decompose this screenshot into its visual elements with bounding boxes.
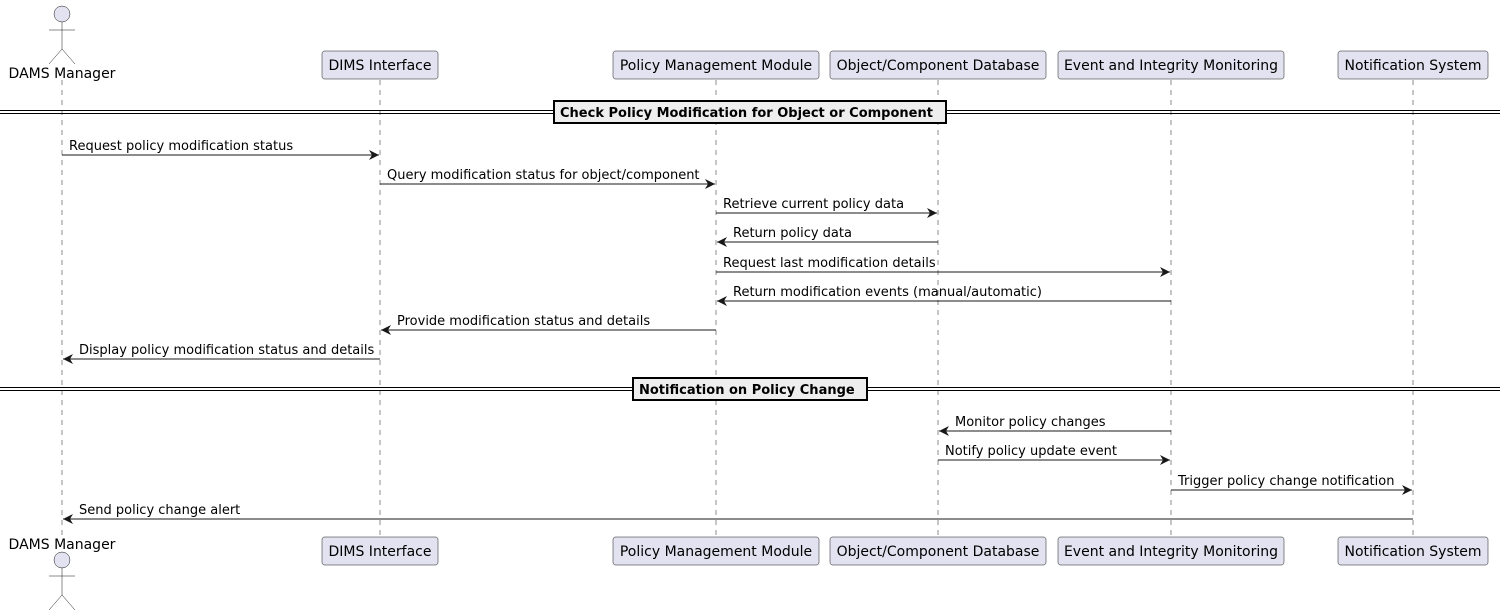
message-label: Request last modification details [723, 256, 936, 271]
participant-label: Object/Component Database [837, 58, 1040, 74]
participant-dims-bottom: DIMS Interface [321, 536, 439, 566]
message: Request last modification details [716, 256, 1170, 277]
message: Retrieve current policy data [716, 197, 937, 218]
actor-leg-left [48, 48, 63, 65]
message-label: Return policy data [733, 226, 852, 241]
message: Query modification status for object/com… [380, 168, 715, 189]
participant-notif-top: Notification System [1337, 50, 1489, 80]
participant-box [1057, 536, 1285, 566]
participant-label: Policy Management Module [620, 544, 812, 560]
actor-leg-right [61, 594, 76, 611]
actor-icon [48, 5, 76, 65]
participant-eim-bottom: Event and Integrity Monitoring [1057, 536, 1285, 566]
message-label: Trigger policy change notification [1177, 474, 1394, 489]
participant-box [321, 536, 439, 566]
section-label-box [632, 377, 868, 401]
actor-icon [48, 551, 76, 611]
actor-leg-left [48, 594, 63, 611]
section-label-box [553, 100, 947, 124]
message: Display policy modification status and d… [63, 343, 380, 364]
participant-box [612, 536, 820, 566]
actor-head [53, 551, 71, 569]
participant-box [1337, 536, 1489, 566]
participant-box [1337, 50, 1489, 80]
message-label: Query modification status for object/com… [387, 168, 700, 183]
participant-box [829, 536, 1047, 566]
section-divider: Notification on Policy Change [0, 377, 1500, 401]
participant-box [612, 50, 820, 80]
participant-label: Event and Integrity Monitoring [1064, 544, 1278, 560]
participant-label: Event and Integrity Monitoring [1064, 58, 1278, 74]
participant-box [829, 50, 1047, 80]
participant-box [1057, 50, 1285, 80]
participant-manager-top: DAMS Manager [9, 5, 116, 82]
message: Notify policy update event [938, 444, 1170, 465]
message-label: Request policy modification status [69, 139, 293, 154]
message-label: Notify policy update event [945, 444, 1117, 459]
participant-ocdb-bottom: Object/Component Database [829, 536, 1047, 566]
section-label: Notification on Policy Change [639, 383, 855, 398]
participant-label: DIMS Interface [328, 58, 431, 74]
message: Trigger policy change notification [1171, 474, 1412, 495]
message: Provide modification status and details [381, 314, 716, 335]
participant-label: DAMS Manager [9, 66, 116, 82]
actor-head [53, 5, 71, 23]
section-label: Check Policy Modification for Object or … [560, 106, 933, 121]
message: Request policy modification status [62, 139, 379, 160]
message: Return modification events (manual/autom… [717, 285, 1171, 306]
participant-notif-bottom: Notification System [1337, 536, 1489, 566]
participant-label: Notification System [1345, 58, 1482, 74]
message: Monitor policy changes [939, 415, 1171, 436]
participant-dims-top: DIMS Interface [321, 50, 439, 80]
message-label: Retrieve current policy data [723, 197, 904, 212]
participant-label: Object/Component Database [837, 544, 1040, 560]
message-label: Display policy modification status and d… [79, 343, 374, 358]
participant-pmm-bottom: Policy Management Module [612, 536, 820, 566]
message: Send policy change alert [63, 503, 1413, 524]
message: Return policy data [717, 226, 938, 247]
participant-label: Policy Management Module [620, 58, 812, 74]
participant-eim-top: Event and Integrity Monitoring [1057, 50, 1285, 80]
message-label: Send policy change alert [79, 503, 240, 518]
participant-label: DAMS Manager [9, 537, 116, 553]
actor-leg-right [61, 48, 76, 65]
section-divider: Check Policy Modification for Object or … [0, 100, 1500, 124]
participant-label: DIMS Interface [328, 544, 431, 560]
participant-pmm-top: Policy Management Module [612, 50, 820, 80]
participant-box [321, 50, 439, 80]
participant-label: Notification System [1345, 544, 1482, 560]
participant-manager-bottom: DAMS Manager [9, 537, 116, 611]
message-label: Provide modification status and details [397, 314, 650, 329]
message-label: Monitor policy changes [955, 415, 1106, 430]
message-label: Return modification events (manual/autom… [733, 285, 1042, 300]
participant-ocdb-top: Object/Component Database [829, 50, 1047, 80]
